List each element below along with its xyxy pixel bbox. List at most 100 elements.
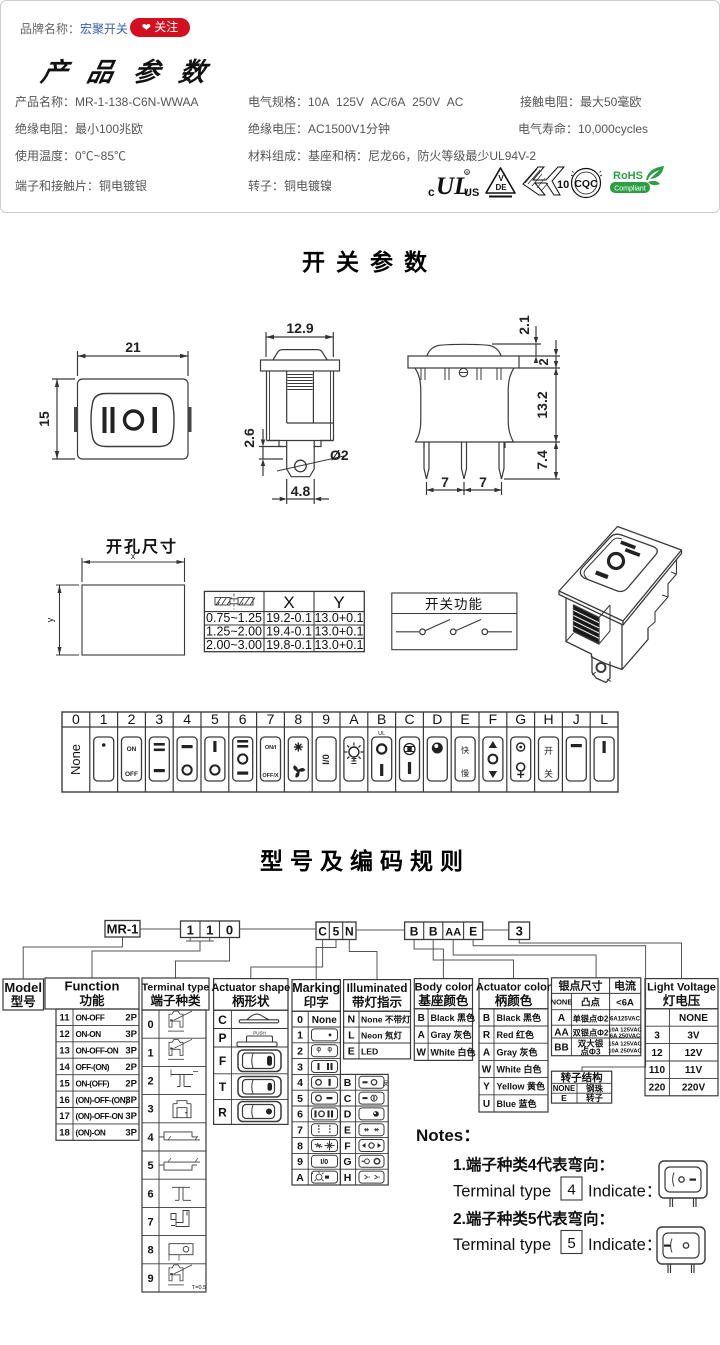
svg-text:White 白色: White 白色 [497,1064,542,1075]
svg-text:13.0+0.1: 13.0+0.1 [314,625,363,639]
svg-text:双银点Φ2: 双银点Φ2 [573,1028,609,1038]
svg-text:12: 12 [651,1048,663,1059]
svg-text:None: None [68,744,83,775]
svg-text:CQC: CQC [574,178,598,190]
svg-text:L: L [600,711,608,727]
svg-text:4: 4 [147,1132,154,1144]
svg-text:PUSH: PUSH [253,1031,266,1036]
svg-text:1: 1 [100,711,108,727]
svg-text:开关功能: 开关功能 [425,597,483,612]
svg-text:带灯指示: 带灯指示 [352,995,403,1010]
svg-text:A: A [483,1047,490,1058]
svg-text:ON-OFF: ON-OFF [76,1014,105,1023]
svg-text:LED: LED [361,1047,378,1057]
svg-text:3: 3 [516,924,523,939]
svg-text:C: C [404,711,414,727]
svg-text:c: c [428,185,435,199]
svg-text:双大银: 双大银 [578,1039,604,1049]
svg-text:19.2-0.1: 19.2-0.1 [266,611,312,625]
svg-text:5: 5 [147,1160,153,1172]
svg-text:B: B [429,925,438,939]
svg-text:13.2: 13.2 [534,391,550,418]
svg-text:1: 1 [297,1030,303,1042]
svg-text:5: 5 [567,1235,575,1252]
svg-text:MR-1: MR-1 [107,922,139,937]
svg-text:3P: 3P [125,1046,137,1057]
svg-text:银点尺寸: 银点尺寸 [559,979,603,993]
svg-text:3: 3 [297,1061,303,1073]
svg-text:ON-ON: ON-ON [76,1030,102,1039]
svg-text:慢: 慢 [461,768,469,778]
svg-text:ON: ON [127,746,137,753]
svg-text:17: 17 [59,1111,70,1122]
svg-text:端子种类: 端子种类 [150,993,201,1008]
svg-text:18: 18 [59,1128,70,1139]
svg-text:2.端子种类5代表弯向：: 2.端子种类5代表弯向： [453,1209,614,1228]
svg-text:N: N [345,925,354,939]
svg-text:10: 10 [557,179,569,191]
svg-text:W: W [416,1047,426,1058]
svg-text:OFF: OFF [125,771,138,778]
svg-text:转子: 转子 [586,1093,604,1103]
svg-text:5: 5 [333,925,340,939]
svg-text:15A 125VAC: 15A 125VAC [608,1042,642,1048]
svg-text:Terminal type: Terminal type [142,982,210,994]
svg-text:(ON)-OFF-(ON): (ON)-OFF-(ON) [76,1096,129,1105]
svg-text:Red 红色: Red 红色 [497,1029,535,1040]
svg-text:Blue 蓝色: Blue 蓝色 [497,1098,537,1109]
svg-text:A: A [418,1030,425,1041]
svg-text:12.9: 12.9 [286,320,313,336]
svg-text:Terminal type: Terminal type [453,1183,551,1201]
svg-text:NONE: NONE [553,1084,576,1093]
svg-text:7: 7 [267,711,275,727]
svg-text:反: 反 [382,1079,388,1087]
svg-text:开孔尺寸: 开孔尺寸 [106,537,178,556]
svg-text:11: 11 [59,1013,70,1024]
svg-text:White 白色: White 白色 [431,1046,476,1057]
svg-text:3: 3 [155,711,163,727]
svg-text:B: B [344,1077,352,1089]
svg-text:2P: 2P [125,1062,137,1073]
svg-text:Illuminated: Illuminated [347,983,408,995]
svg-text:T=0.5: T=0.5 [192,1285,206,1291]
svg-text:B: B [418,1013,425,1024]
svg-text:None: None [312,1015,337,1026]
svg-text:基座颜色: 基座颜色 [417,993,469,1008]
svg-text:2: 2 [128,711,136,727]
svg-text:B: B [377,711,386,727]
svg-text:Terminal type: Terminal type [453,1236,551,1254]
svg-text:10A 125VAC: 10A 125VAC [608,1028,642,1034]
svg-text:2: 2 [297,1046,303,1058]
svg-text:型号: 型号 [11,994,36,1009]
svg-text:3: 3 [147,1104,153,1116]
svg-text:电流: 电流 [614,979,636,993]
svg-text:2: 2 [147,1076,153,1088]
svg-text:6: 6 [239,711,247,727]
svg-text:Function: Function [65,979,120,994]
svg-text:V: V [498,174,504,183]
svg-text:C: C [318,925,327,939]
svg-text:A: A [349,711,359,727]
svg-text:0: 0 [226,923,233,938]
svg-text:0: 0 [147,1019,153,1031]
svg-text:E: E [469,925,477,939]
svg-text:B: B [410,925,419,939]
svg-text:Actuator color: Actuator color [476,982,552,994]
svg-text:E: E [561,1093,567,1103]
svg-text:C: C [218,1013,227,1027]
svg-text:G: G [515,711,526,727]
svg-text:3P: 3P [125,1128,137,1139]
svg-text:7: 7 [147,1217,153,1229]
svg-text:6A125VAC: 6A125VAC [610,1017,641,1023]
svg-text:2.6: 2.6 [241,428,257,448]
svg-text:9: 9 [322,711,330,727]
svg-text:C: C [344,1093,352,1105]
svg-text:1.25~2.00: 1.25~2.00 [206,625,262,639]
svg-text:7: 7 [441,474,449,490]
svg-text:3: 3 [654,1030,660,1041]
svg-text:x: x [131,551,136,561]
svg-text:0: 0 [297,1014,303,1026]
svg-text:3P: 3P [125,1111,137,1122]
svg-text:6: 6 [147,1188,153,1200]
svg-text:19.8-0.1: 19.8-0.1 [266,638,312,652]
